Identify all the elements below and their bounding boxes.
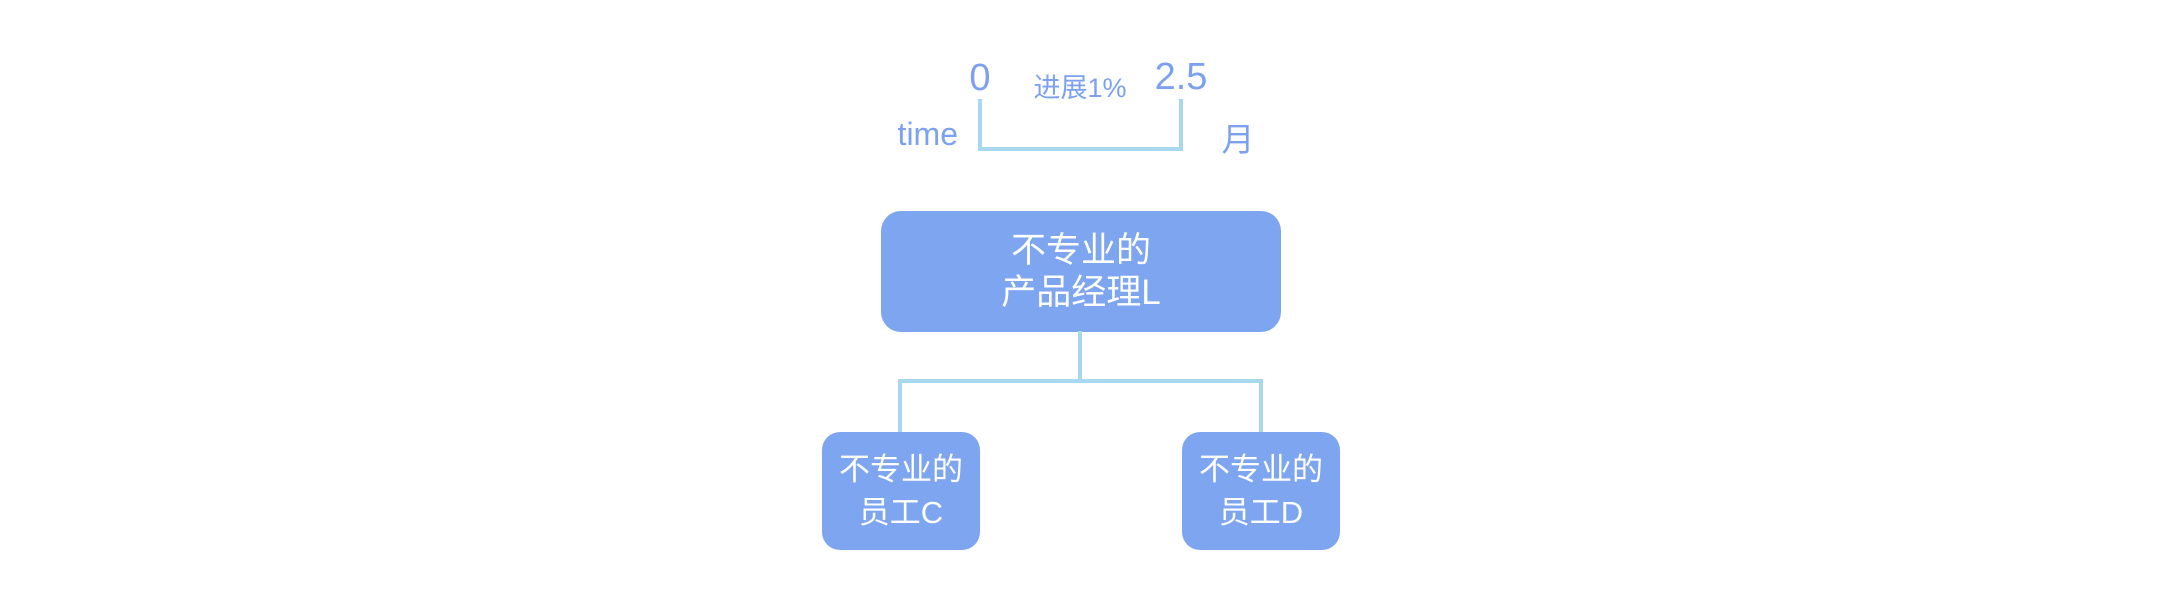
child-d-line2: 员工D — [1218, 495, 1304, 530]
child-node-employee-c[interactable]: 不专业的 员工C — [822, 432, 980, 550]
root-node-product-manager[interactable]: 不专业的 产品经理L — [881, 211, 1281, 332]
connector-stub-line — [1078, 331, 1082, 380]
timeline-end-value[interactable]: 2.5 — [1154, 56, 1208, 98]
timeline-start-value[interactable]: 0 — [969, 57, 991, 99]
summary-bracket-line — [978, 99, 1183, 151]
child-d-line1: 不专业的 — [1199, 452, 1323, 487]
time-label[interactable]: time — [897, 116, 958, 152]
connector-branch-line — [898, 379, 1263, 432]
progress-summary-label[interactable]: 进展1% — [1033, 73, 1127, 103]
timeline-unit-label[interactable]: 月 — [1221, 121, 1255, 158]
root-node-line2: 产品经理L — [1001, 272, 1161, 312]
root-node-line1: 不专业的 — [1010, 230, 1151, 270]
child-c-line1: 不专业的 — [839, 452, 963, 487]
child-node-employee-d[interactable]: 不专业的 员工D — [1182, 432, 1340, 550]
child-c-line2: 员工C — [858, 495, 944, 530]
